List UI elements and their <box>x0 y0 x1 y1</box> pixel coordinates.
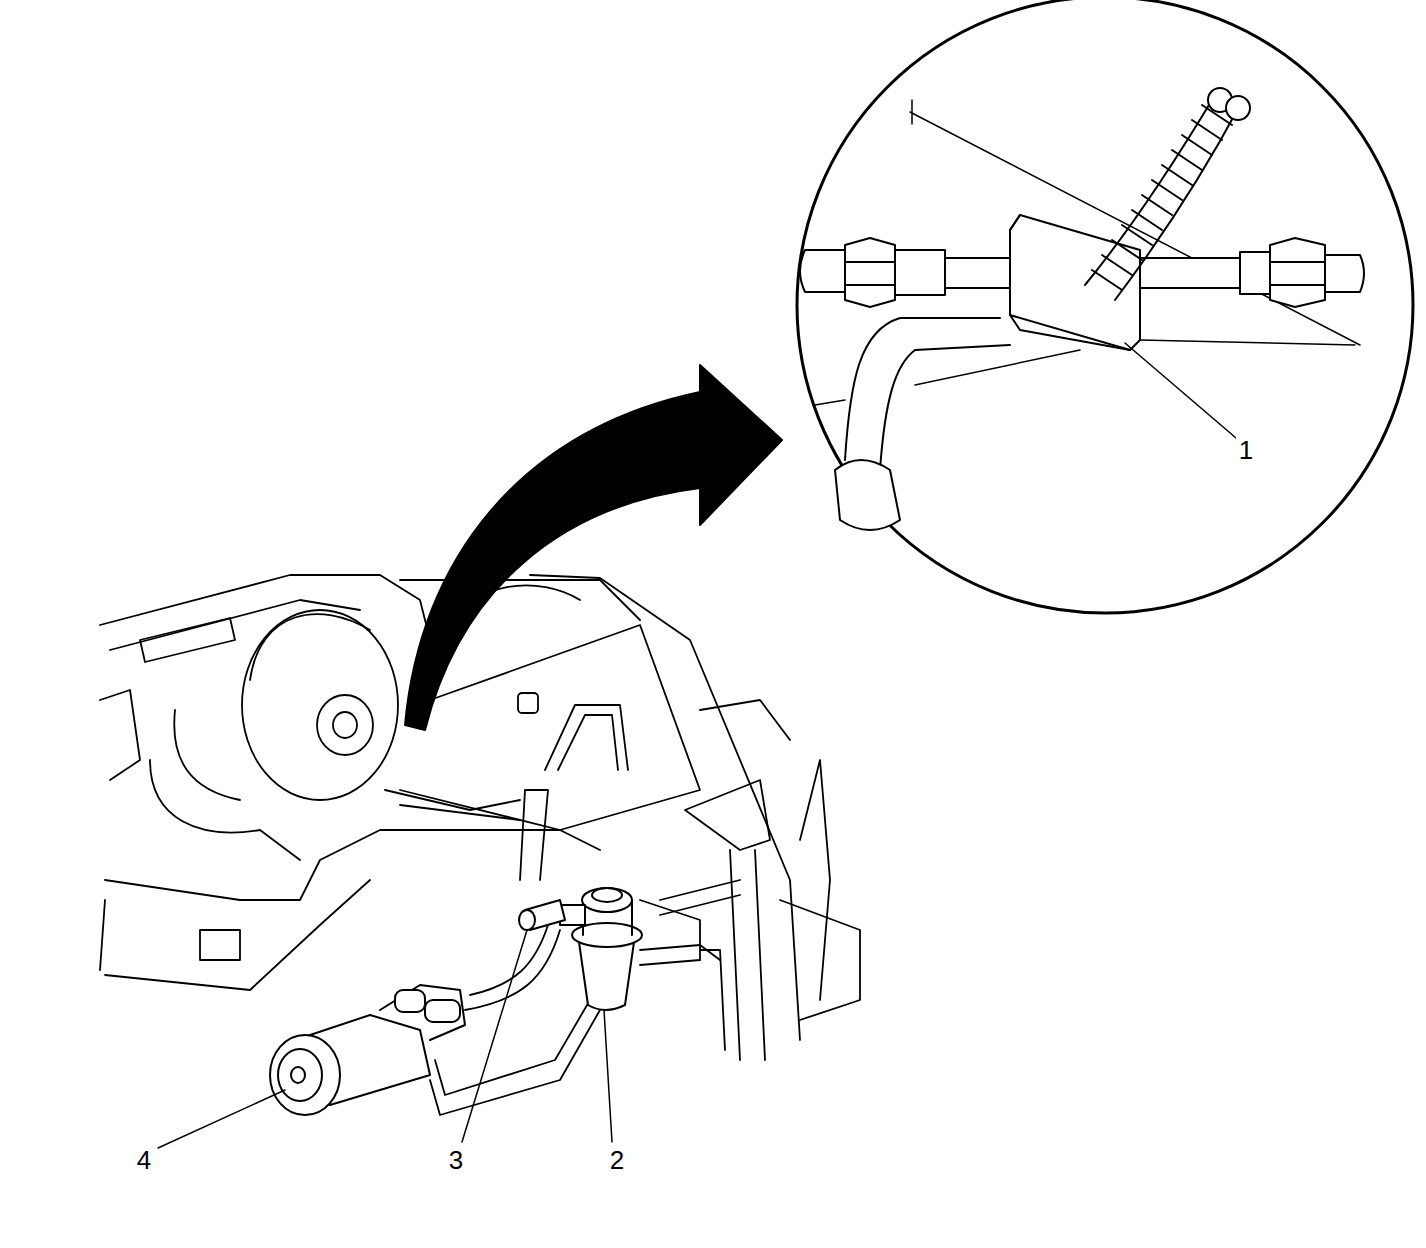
detail-circle <box>797 0 1413 613</box>
accumulator <box>560 888 642 1010</box>
refrigerant-lines <box>430 790 740 1115</box>
detail-view <box>800 88 1364 530</box>
callout-number: 1 <box>1236 436 1256 464</box>
pointer-arrow <box>405 365 782 730</box>
compressor <box>270 985 465 1115</box>
service-port <box>519 900 565 930</box>
engine-bay <box>100 575 860 1060</box>
leader-lines <box>158 930 612 1148</box>
callout-number: 3 <box>446 1146 466 1174</box>
callout-number: 4 <box>134 1146 154 1174</box>
leader-line <box>1125 343 1236 438</box>
callout-number: 2 <box>607 1146 627 1174</box>
